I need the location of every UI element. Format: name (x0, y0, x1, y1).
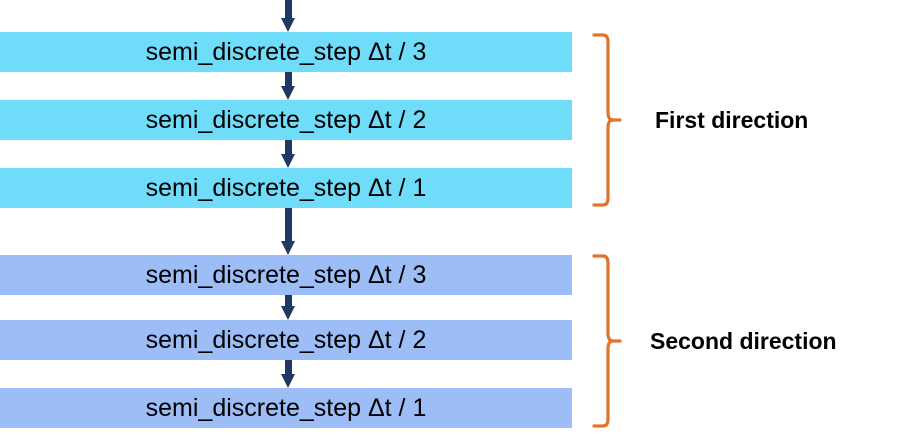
step-bar-first-3[interactable]: semi_discrete_step Δt / 1 (0, 168, 572, 208)
down-arrow-icon-group-transition (281, 208, 295, 255)
down-arrow-icon-entry (281, 0, 295, 32)
step-bar-label: semi_discrete_step Δt / 1 (145, 393, 427, 422)
step-bar-label: semi_discrete_step Δt / 2 (145, 105, 427, 134)
step-bar-second-2[interactable]: semi_discrete_step Δt / 2 (0, 320, 572, 360)
down-arrow-icon-second-2-3 (281, 360, 295, 388)
down-arrow-icon-second-1-2 (281, 295, 295, 320)
group-label-second-direction: Second direction (650, 328, 837, 354)
step-bar-first-2[interactable]: semi_discrete_step Δt / 2 (0, 100, 572, 140)
step-bar-second-1[interactable]: semi_discrete_step Δt / 3 (0, 255, 572, 295)
step-bar-label: semi_discrete_step Δt / 1 (145, 173, 427, 202)
group-label-first-direction: First direction (655, 107, 809, 133)
curly-brace-icon-first-direction (592, 32, 622, 208)
step-bar-label: semi_discrete_step Δt / 2 (145, 325, 427, 354)
step-bar-second-3[interactable]: semi_discrete_step Δt / 1 (0, 388, 572, 428)
down-arrow-icon-first-1-2 (281, 72, 295, 100)
down-arrow-icon-first-2-3 (281, 140, 295, 168)
step-bar-first-1[interactable]: semi_discrete_step Δt / 3 (0, 32, 572, 72)
step-bar-label: semi_discrete_step Δt / 3 (145, 37, 427, 66)
curly-brace-icon-second-direction (592, 253, 622, 429)
step-bar-label: semi_discrete_step Δt / 3 (145, 260, 427, 289)
